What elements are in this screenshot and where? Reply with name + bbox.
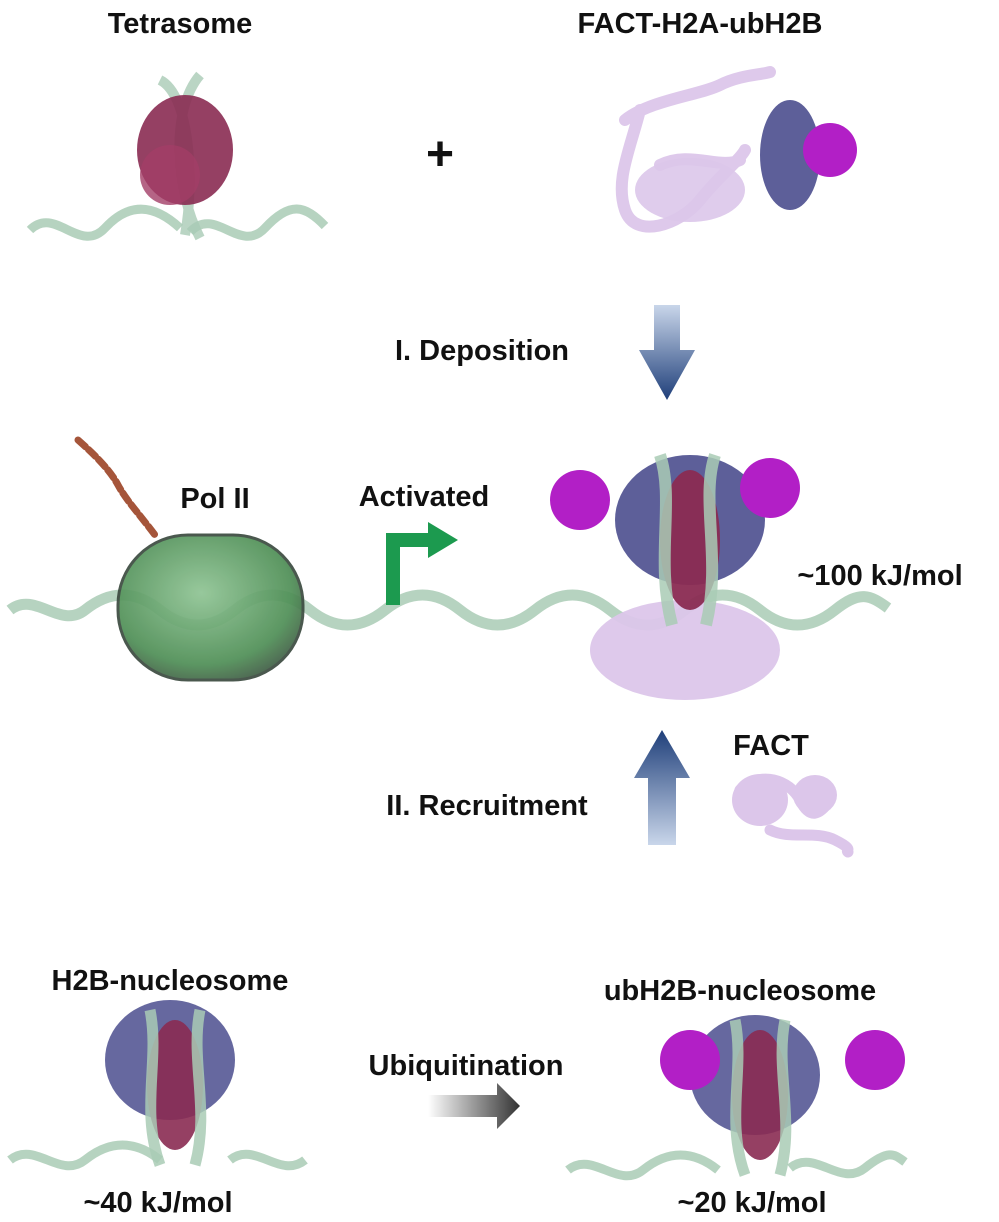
fact-h2a-ubh2b-structure	[615, 66, 857, 233]
pol2-enzyme	[74, 436, 305, 682]
fact-protein	[732, 774, 788, 826]
dna-helix	[26, 204, 184, 241]
h3-h4-histone	[147, 1020, 203, 1150]
ubiquitin	[740, 458, 800, 518]
energy-right-label: ~20 kJ/mol	[677, 1187, 826, 1219]
ubiquitin	[550, 470, 610, 530]
tetrasome-label: Tetrasome	[108, 8, 253, 40]
dna-loop	[144, 1008, 207, 1167]
dna-loop	[729, 1018, 792, 1177]
fact-complex-label: FACT-H2A-ubH2B	[578, 8, 823, 40]
fact-protein	[793, 775, 837, 815]
energy-center-label: ~100 kJ/mol	[797, 560, 962, 592]
deposition-arrow	[639, 305, 695, 400]
ubh2b-nucleosome-label: ubH2B-nucleosome	[604, 975, 876, 1007]
dna-helix	[186, 204, 329, 241]
recruitment-arrow	[634, 730, 690, 845]
activation-arrow	[386, 533, 432, 605]
h2b-nucleosome-label: H2B-nucleosome	[52, 965, 289, 997]
fact-bound-nucleosome	[550, 453, 800, 700]
ubiquitin	[803, 123, 857, 177]
ubiquitin	[845, 1030, 905, 1090]
fact-label: FACT	[733, 730, 809, 762]
ubh2b-nucleosome-structure	[565, 1015, 908, 1181]
ctd-tail	[74, 436, 159, 539]
fact-protein	[590, 600, 780, 700]
pol2-body	[116, 533, 305, 682]
ubiquitination-label: Ubiquitination	[369, 1050, 564, 1082]
dna-loop	[654, 453, 721, 627]
h2a-h2b-dimer	[760, 100, 820, 210]
deposition-label: I. Deposition	[395, 335, 569, 367]
dna-helix	[7, 1140, 308, 1171]
fact-protein	[635, 158, 745, 222]
tetrasome-structure	[26, 71, 329, 241]
plus-sign: +	[426, 128, 454, 181]
h3-h4-histone	[732, 1030, 788, 1160]
recruitment-label: II. Recruitment	[386, 790, 588, 822]
ubiquitin	[660, 1030, 720, 1090]
activation-arrowhead	[428, 522, 458, 558]
energy-left-label: ~40 kJ/mol	[83, 1187, 232, 1219]
activated-label: Activated	[359, 481, 490, 513]
h3-h4-histone	[140, 145, 200, 205]
ubiquitination-arrow	[428, 1083, 520, 1129]
dna-helix	[565, 1150, 908, 1181]
fact-structure	[732, 773, 854, 858]
pol2-label: Pol II	[180, 483, 249, 515]
h2b-nucleosome-structure	[7, 1000, 308, 1171]
